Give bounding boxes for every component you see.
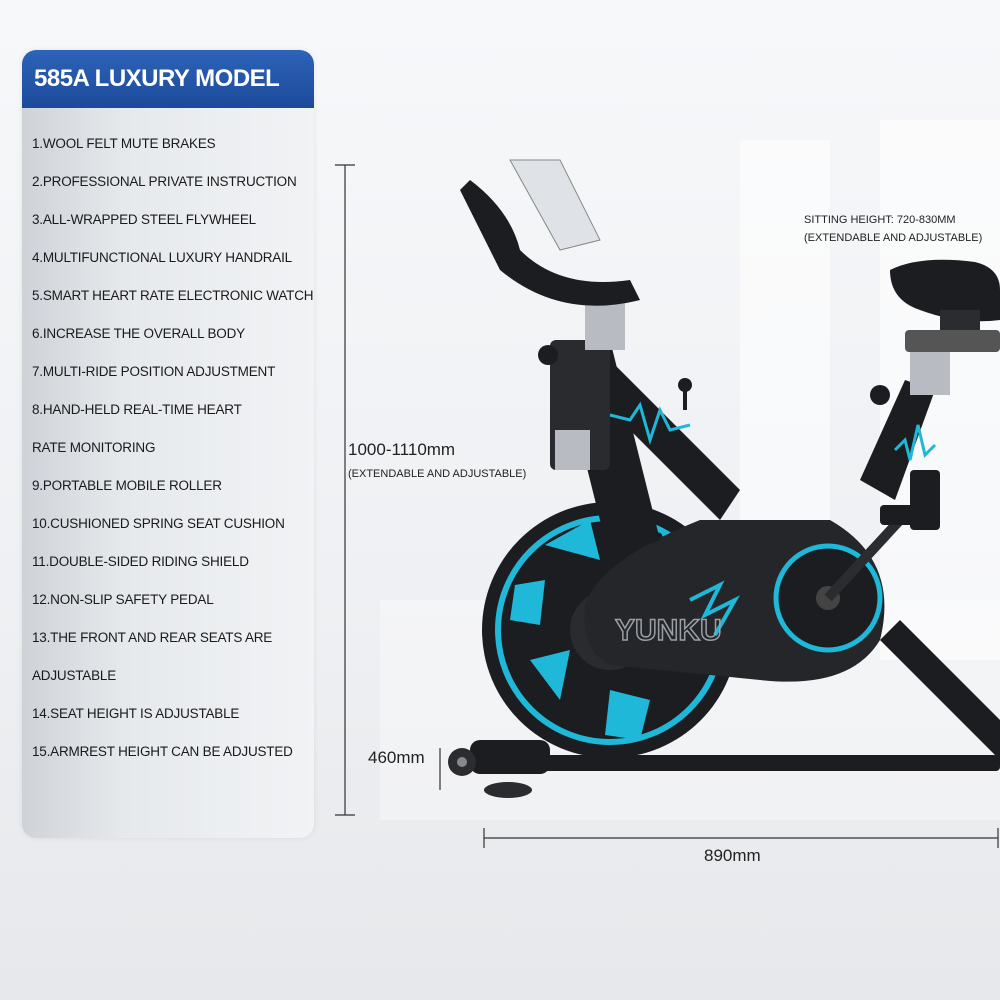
feature-item: 12.NON-SLIP SAFETY PEDAL bbox=[32, 592, 214, 607]
feature-item: ADJUSTABLE bbox=[32, 668, 117, 683]
base-frame bbox=[448, 740, 1000, 798]
pedal bbox=[824, 470, 940, 602]
feature-item: 1.WOOL FELT MUTE BRAKES bbox=[32, 136, 216, 151]
panel-title: 585A LUXURY MODEL bbox=[34, 65, 280, 92]
feature-list: 1.WOOL FELT MUTE BRAKES 2.PROFESSIONAL P… bbox=[32, 127, 313, 773]
height-dimension-line bbox=[335, 164, 355, 816]
length-dimension-line bbox=[483, 828, 999, 848]
feature-item: 4.MULTIFUNCTIONAL LUXURY HANDRAIL bbox=[32, 250, 292, 265]
feature-item: 5.SMART HEART RATE ELECTRONIC WATCH bbox=[32, 288, 314, 303]
feature-item: RATE MONITORING bbox=[32, 440, 156, 455]
panel-header: 585A LUXURY MODEL bbox=[22, 50, 314, 108]
width-dimension-value: 460mm bbox=[368, 748, 425, 767]
feature-item: 3.ALL-WRAPPED STEEL FLYWHEEL bbox=[32, 212, 256, 227]
chain-guard: YUNKU bbox=[584, 520, 885, 682]
handlebar bbox=[460, 159, 640, 350]
height-dimension-note: (EXTENDABLE AND ADJUSTABLE) bbox=[348, 468, 527, 480]
seat bbox=[890, 259, 1000, 352]
feature-item: 2.PROFESSIONAL PRIVATE INSTRUCTION bbox=[32, 174, 297, 189]
feature-item: 11.DOUBLE-SIDED RIDING SHIELD bbox=[32, 554, 249, 569]
brand-logo: YUNKU bbox=[615, 614, 722, 647]
seat-height-note: (EXTENDABLE AND ADJUSTABLE) bbox=[804, 232, 983, 244]
features-panel: 585A LUXURY MODEL 1.WOOL FELT MUTE BRAKE… bbox=[22, 50, 314, 838]
feature-item: 7.MULTI-RIDE POSITION ADJUSTMENT bbox=[32, 364, 276, 379]
feature-item: 6.INCREASE THE OVERALL BODY bbox=[32, 326, 245, 341]
rear-post bbox=[860, 345, 1000, 760]
height-dimension-value: 1000-1110mm bbox=[348, 440, 456, 459]
feature-item: 13.THE FRONT AND REAR SEATS ARE bbox=[32, 630, 273, 645]
length-dimension-value: 890mm bbox=[704, 846, 761, 865]
feature-item: 15.ARMREST HEIGHT CAN BE ADJUSTED bbox=[32, 744, 293, 759]
front-post bbox=[538, 340, 740, 560]
feature-item: 14.SEAT HEIGHT IS ADJUSTABLE bbox=[32, 706, 240, 721]
seat-height-value: SITTING HEIGHT: 720-830MM bbox=[804, 214, 956, 226]
feature-item: 8.HAND-HELD REAL-TIME HEART bbox=[32, 402, 242, 417]
feature-item: 9.PORTABLE MOBILE ROLLER bbox=[32, 478, 222, 493]
feature-item: 10.CUSHIONED SPRING SEAT CUSHION bbox=[32, 516, 285, 531]
